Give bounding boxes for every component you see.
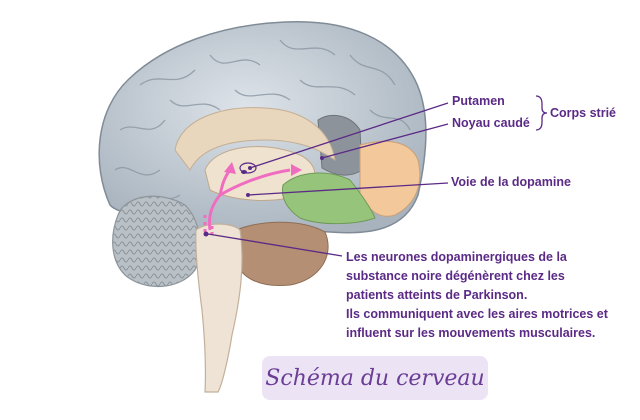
- corps-strie-brace: [535, 95, 548, 131]
- noyau-dot: [320, 156, 324, 160]
- diagram-title: Schéma du cerveau: [265, 365, 485, 391]
- description-line: substance noire dégénèrent chez les: [346, 269, 565, 283]
- voie-dopamine-label: Voie de la dopamine: [451, 175, 571, 189]
- corps-strie-label: Corps strié: [550, 106, 616, 120]
- corpus-callosum: [174, 107, 336, 171]
- ventricle-loop-2: [241, 170, 247, 174]
- noyau-caude-label: Noyau caudé: [452, 116, 530, 130]
- green-region: [281, 172, 376, 225]
- description-line: patients atteints de Parkinson.: [346, 288, 528, 302]
- ventricle-loop: [239, 162, 257, 174]
- frontal-region: [359, 140, 421, 217]
- brainstem: [195, 223, 243, 393]
- description-line: Ils communiquent avec les aires motrices…: [346, 307, 608, 321]
- description-line: Les neurones dopaminergiques de la: [346, 250, 567, 264]
- substantia-nigra-dot: [203, 231, 209, 237]
- title-box: Schéma du cerveau: [262, 356, 488, 400]
- putamen-dot: [248, 166, 252, 170]
- cerebellum: [112, 195, 201, 287]
- dopamine-arrowhead-1: [291, 164, 302, 176]
- description-line: influent sur les mouvements musculaires.: [346, 326, 596, 340]
- brown-region: [231, 221, 329, 287]
- putamen-label: Putamen: [452, 94, 505, 108]
- description-text: Les neurones dopaminergiques de la subst…: [346, 248, 608, 343]
- voie-dot: [246, 193, 250, 197]
- leader-lines: [207, 102, 449, 257]
- dopamine-arrowhead-2: [224, 162, 236, 174]
